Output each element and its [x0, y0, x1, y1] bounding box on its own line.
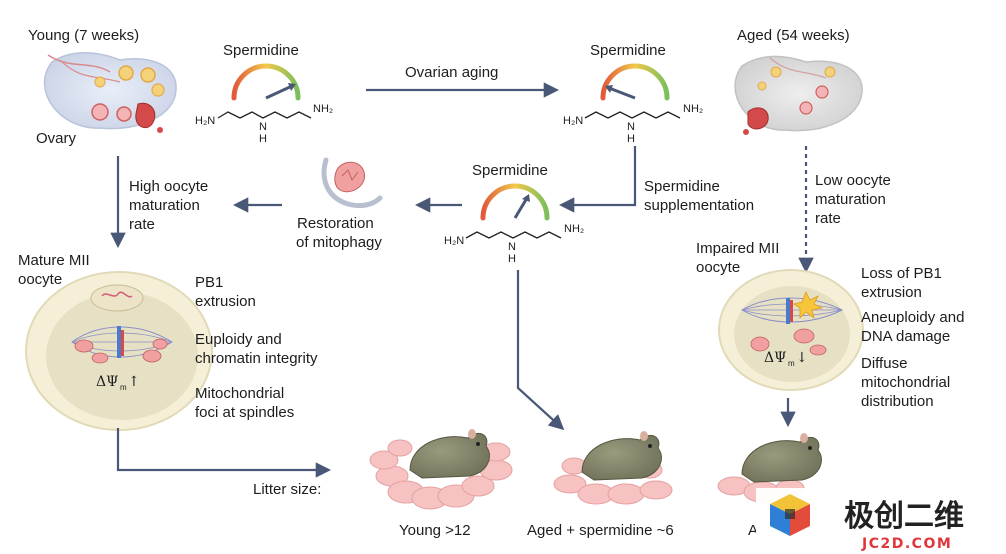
restoration-label-2: of mitophagy — [296, 234, 382, 251]
svg-text:m: m — [120, 383, 127, 392]
svg-text:m: m — [788, 359, 795, 368]
svg-text:H₂N: H₂N — [444, 235, 464, 247]
svg-text:N: N — [627, 121, 635, 133]
pb1-label-1: PB1 — [195, 274, 223, 291]
mitophagy-illustration — [321, 157, 383, 209]
diffuse-label-2: mitochondrial — [861, 374, 950, 391]
supplement-label-1: Spermidine — [644, 178, 720, 195]
restored-to-litter-arrow — [516, 270, 565, 431]
loss-pb1-label-2: extrusion — [861, 284, 922, 301]
young-ovary-illustration — [43, 52, 177, 133]
spermidine-molecule-top-left: H₂N N H NH₂ — [195, 103, 333, 145]
ovarian-aging-label: Ovarian aging — [405, 64, 498, 81]
ovary-label: Ovary — [36, 130, 77, 147]
mito-foci-label-2: foci at spindles — [195, 404, 294, 421]
young-litter-label: Young >12 — [399, 522, 471, 539]
svg-text:H: H — [259, 133, 267, 145]
mature-to-litter-arrow — [116, 428, 332, 478]
diffuse-label-1: Diffuse — [861, 355, 907, 372]
svg-text:H₂N: H₂N — [563, 115, 583, 127]
svg-text:H: H — [627, 133, 635, 145]
aneuploidy-label-2: DNA damage — [861, 328, 950, 345]
aged-ovary-illustration — [734, 55, 863, 135]
spermidine-label-top-right: Spermidine — [590, 42, 666, 59]
impaired-oocyte-label-1: Impaired MII — [696, 240, 779, 257]
membrane-potential-label-impaired: ΔΨ — [764, 350, 786, 366]
aged-spermidine-litter-label: Aged + spermidine ~6 — [527, 522, 674, 539]
spermidine-gauge-low — [600, 63, 670, 101]
restoration-label-1: Restoration — [297, 215, 374, 232]
aged-label: Aged (54 weeks) — [737, 27, 850, 44]
watermark: 极创二维 JC2D.COM — [756, 488, 1006, 554]
impaired-oocyte-label-2: oocyte — [696, 259, 740, 276]
young-label: Young (7 weeks) — [28, 27, 139, 44]
svg-text:N: N — [259, 121, 267, 133]
spermidine-gauge-restored — [480, 183, 550, 221]
aged-litter-label: A — [748, 522, 758, 539]
svg-text:N: N — [508, 241, 516, 253]
membrane-potential-label-mature: ΔΨ — [96, 374, 118, 390]
supplement-label-2: supplementation — [644, 197, 754, 214]
spermidine-label-top-left: Spermidine — [223, 42, 299, 59]
high-rate-label-1: High oocyte — [129, 178, 208, 195]
low-rate-label-2: maturation — [815, 191, 886, 208]
cube-logo-icon — [770, 494, 810, 536]
aged-spermidine-litter-illustration — [553, 431, 673, 505]
watermark-cn: 极创二维 — [844, 499, 964, 534]
high-rate-label-3: rate — [129, 216, 155, 233]
svg-text:NH₂: NH₂ — [564, 223, 584, 235]
svg-text:H₂N: H₂N — [195, 115, 215, 127]
watermark-domain: JC2D.COM — [861, 536, 952, 552]
impaired-oocyte-illustration — [718, 269, 864, 391]
litter-size-label: Litter size: — [253, 481, 321, 498]
diffuse-label-3: distribution — [861, 393, 934, 410]
loss-pb1-label-1: Loss of PB1 — [861, 265, 942, 282]
low-rate-label-3: rate — [815, 210, 841, 227]
spermidine-label-middle: Spermidine — [472, 162, 548, 179]
spermidine-molecule-middle: H₂N N H NH₂ — [444, 223, 584, 265]
aneuploidy-label-1: Aneuploidy and — [861, 309, 964, 326]
high-rate-label-2: maturation — [129, 197, 200, 214]
spermidine-molecule-top-right: H₂N N H NH₂ — [563, 103, 703, 145]
mature-oocyte-illustration — [25, 271, 213, 431]
mature-oocyte-label-1: Mature MII — [18, 252, 90, 269]
svg-text:H: H — [508, 253, 516, 265]
membrane-potential-down-icon: ↓ — [796, 350, 808, 366]
supplementation-arrow — [558, 146, 637, 213]
low-rate-label-1: Low oocyte — [815, 172, 891, 189]
pb1-label-2: extrusion — [195, 293, 256, 310]
euploidy-label-1: Euploidy and — [195, 331, 282, 348]
svg-text:NH₂: NH₂ — [313, 103, 333, 115]
euploidy-label-2: chromatin integrity — [195, 350, 318, 367]
svg-text:NH₂: NH₂ — [683, 103, 703, 115]
mature-oocyte-label-2: oocyte — [18, 271, 62, 288]
mito-foci-label-1: Mitochondrial — [195, 385, 284, 402]
spermidine-gauge-high — [231, 63, 301, 101]
membrane-potential-up-icon: ↑ — [128, 374, 140, 390]
young-litter-illustration — [369, 429, 513, 510]
